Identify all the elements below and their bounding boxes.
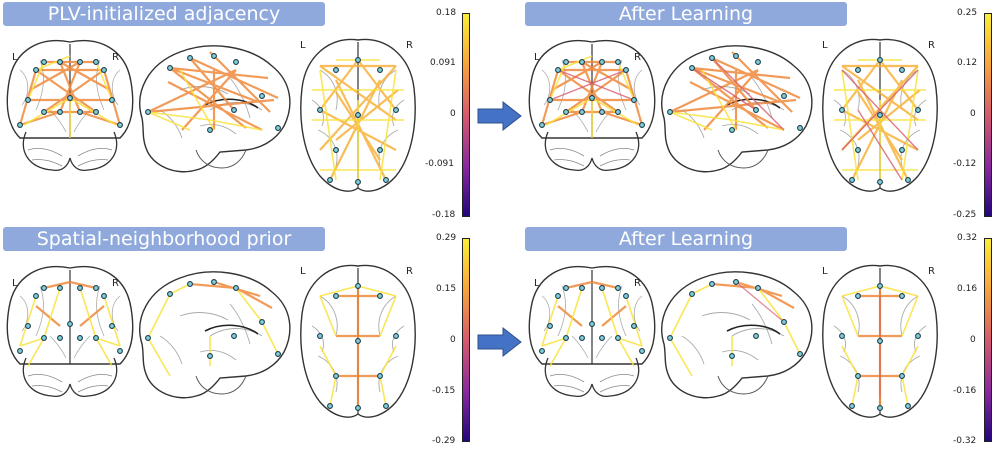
cbar-tick: 0 [450,335,456,345]
panel-title-after-learning-bottom: After Learning [525,227,847,251]
colorbar-plv [462,13,470,217]
cbar-tick: -0.15 [432,386,456,396]
cbar-tick: 0.15 [436,284,457,294]
panel-plv-brains [6,38,416,192]
panel-title-plv: PLV-initialized adjacency [3,2,325,26]
cbar-tick: -0.32 [953,436,977,446]
cbar-tick: -0.091 [425,159,455,169]
colorbar-spatial [462,238,470,442]
panel-title-after-learning-top: After Learning [525,2,847,26]
cbar-tick: -0.29 [432,436,456,446]
panel-title-spatial-prior: Spatial-neighborhood prior [3,227,325,251]
cbar-tick: 0.091 [430,58,456,68]
cbar-tick: 0.18 [436,8,457,18]
cbar-tick: -0.18 [432,210,456,220]
colorbar-after-bottom [984,238,992,442]
cbar-tick: 0.16 [957,284,978,294]
panel-after-bottom-brains [528,264,938,418]
cbar-tick: 0.29 [436,233,457,243]
cbar-tick: -0.16 [953,386,977,396]
panel-spatial-brains [6,264,416,418]
cbar-tick: 0 [450,109,456,119]
cbar-tick: 0.25 [957,8,978,18]
cbar-tick: -0.25 [953,210,977,220]
cbar-tick: 0.12 [957,58,978,68]
cbar-tick: 0 [970,335,976,345]
cbar-tick: -0.12 [953,159,977,169]
arrow-right-icon [477,327,522,357]
panel-after-top-brains [528,38,938,192]
cbar-tick: 0.32 [957,233,978,243]
cbar-tick: 0 [970,109,976,119]
arrow-right-icon [477,101,522,131]
colorbar-after-top [984,13,992,217]
